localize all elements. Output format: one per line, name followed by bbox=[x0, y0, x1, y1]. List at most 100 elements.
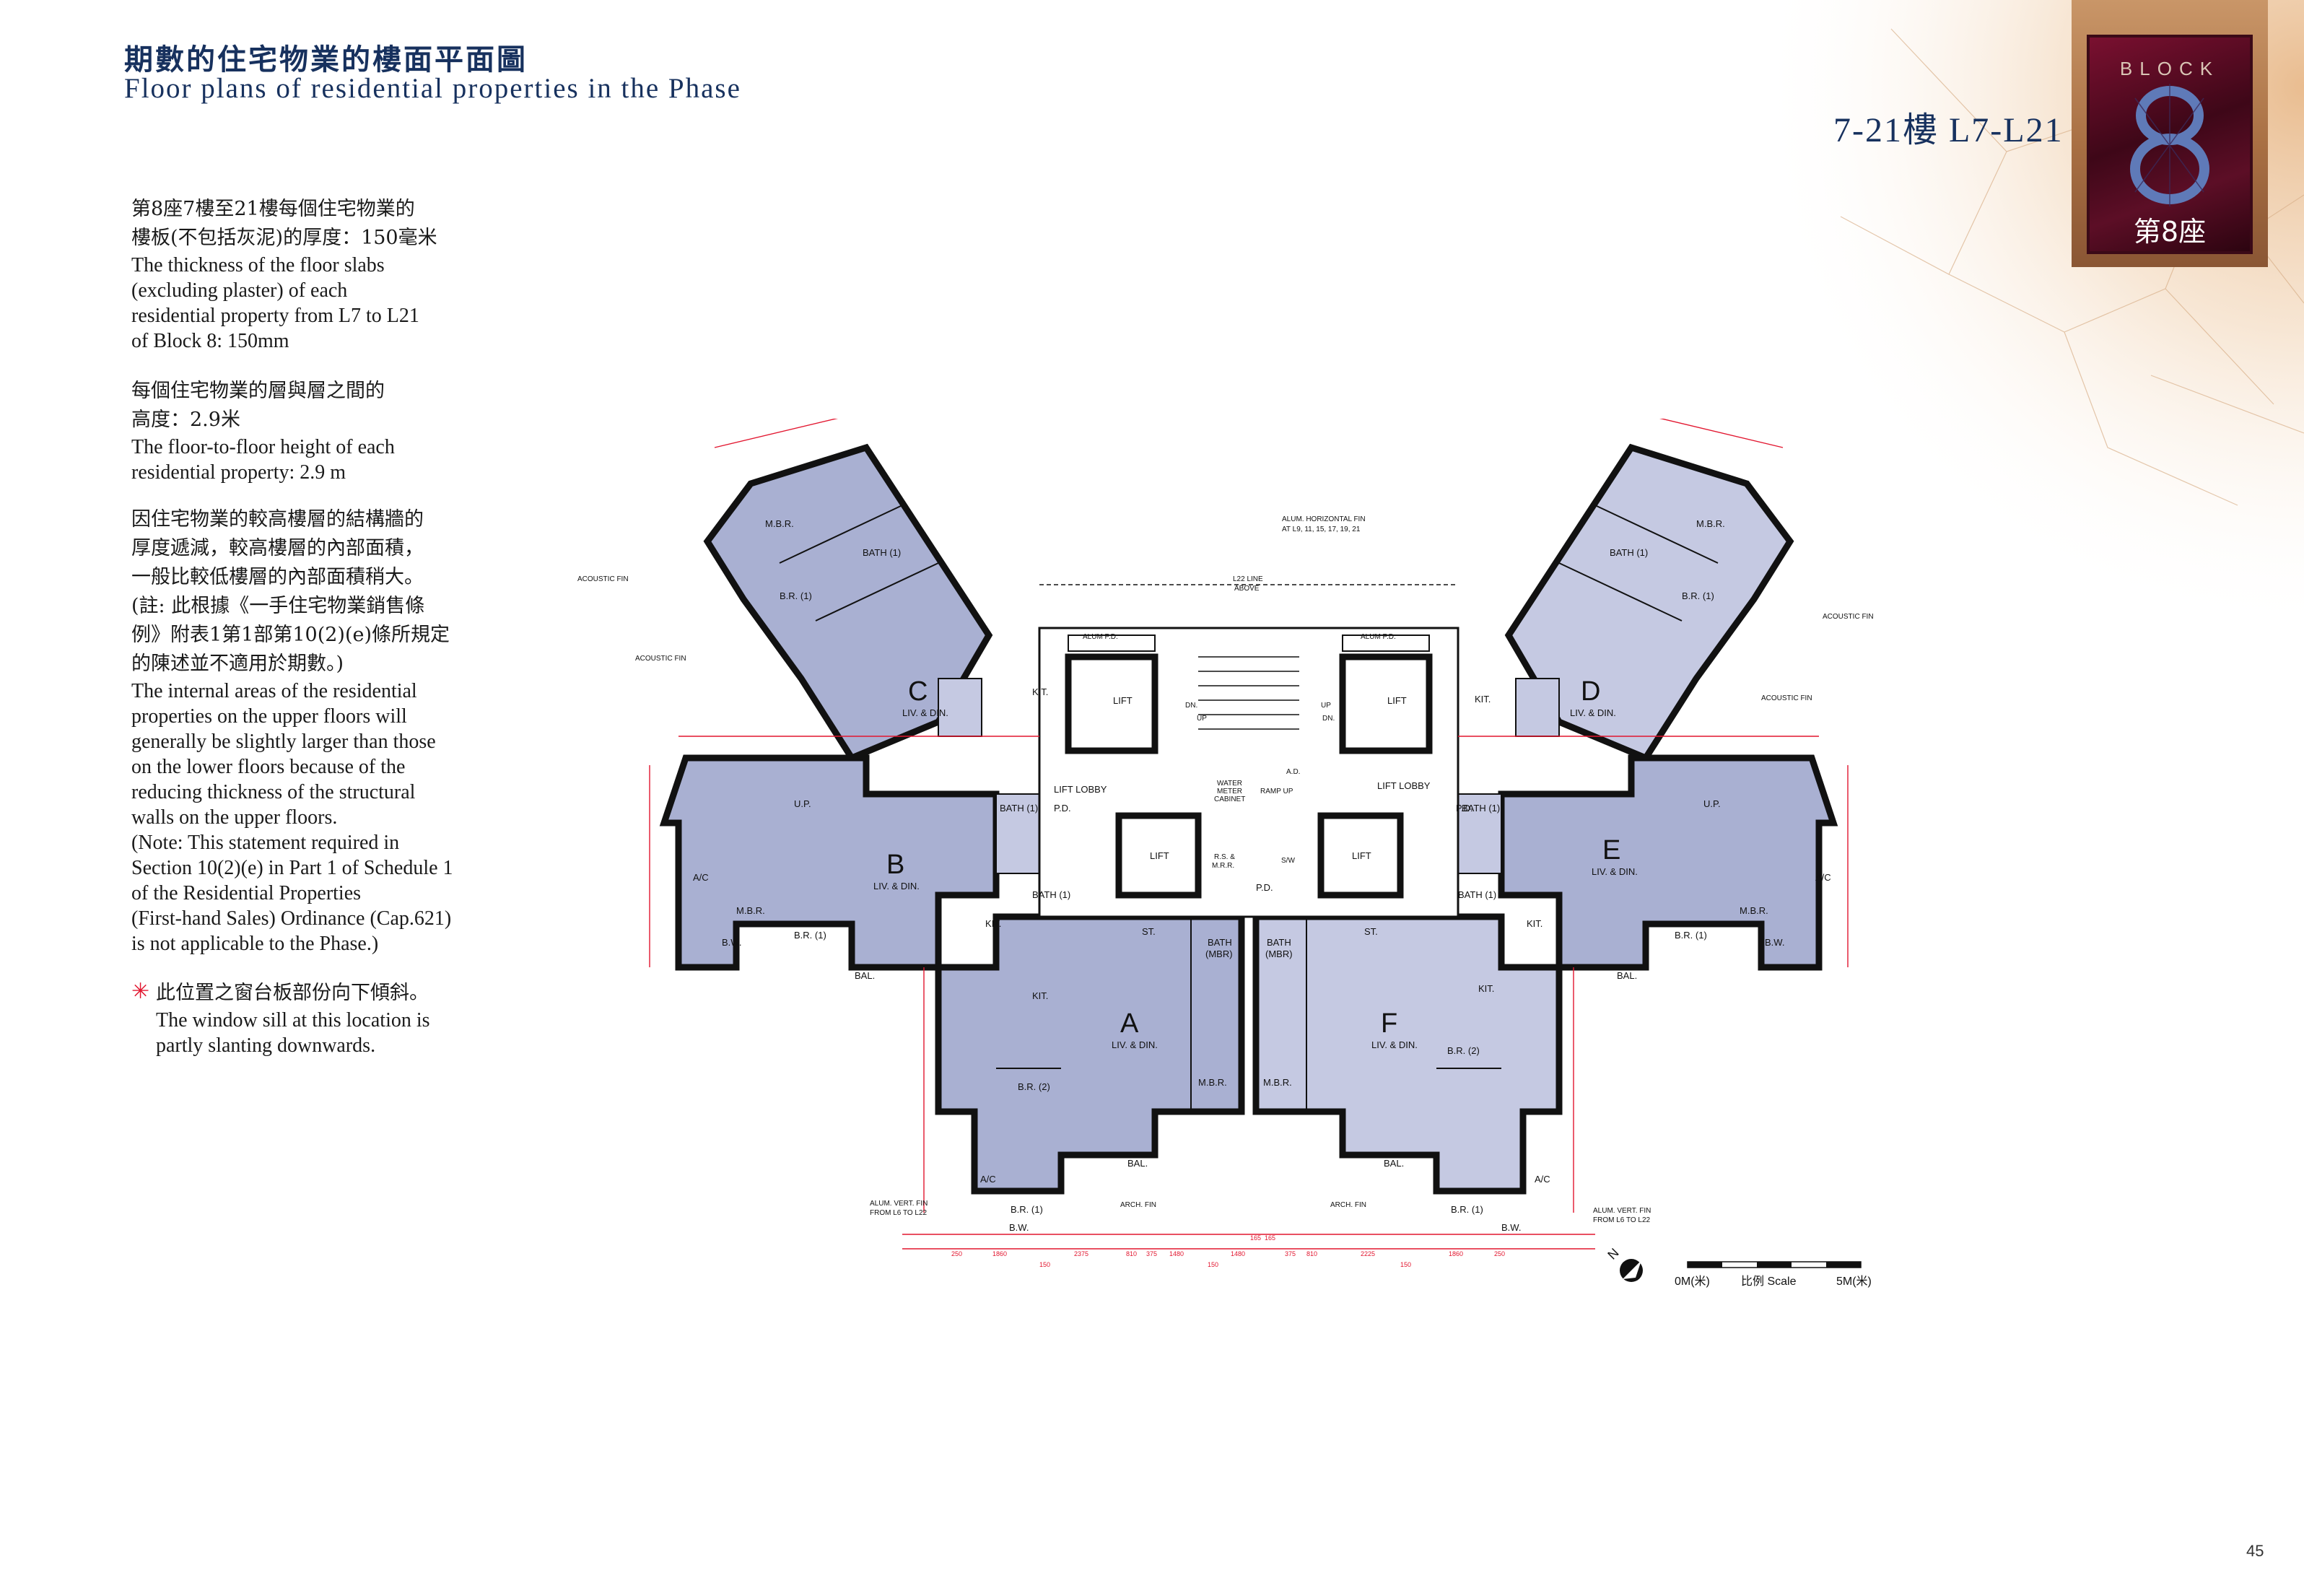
unit-b bbox=[659, 754, 1040, 971]
room-label: BATH (1) bbox=[1610, 547, 1648, 558]
note-line: 的陳述並不適用於期數。) bbox=[131, 653, 344, 675]
floor-range-label: 7-21樓 L7-L21 bbox=[1833, 111, 2064, 149]
room-label: BATH (1) bbox=[1458, 889, 1496, 900]
room-label: BATH (1) bbox=[1000, 803, 1038, 814]
room-label: U.P. bbox=[1703, 798, 1721, 809]
room-label: LIFT bbox=[1387, 695, 1407, 706]
room-label: WATER bbox=[1217, 780, 1242, 788]
room-label: BATH bbox=[1208, 937, 1232, 948]
room-label: B.W. bbox=[1009, 1222, 1029, 1233]
room-label: U.P. bbox=[794, 798, 811, 809]
scale-label: 比例 Scale bbox=[1741, 1275, 1797, 1288]
dimension-value: 810 bbox=[1126, 1250, 1137, 1257]
room-label: B.R. (1) bbox=[1675, 930, 1707, 941]
room-label: M.B.R. bbox=[1263, 1077, 1292, 1088]
dimension-value: 1860 bbox=[1449, 1250, 1463, 1257]
room-label: ST. bbox=[1364, 926, 1378, 937]
unit-letter-e: E bbox=[1602, 835, 1620, 865]
annotation-vert-fin: FROM L6 TO L22 bbox=[870, 1209, 928, 1217]
room-label: LIV. & DIN. bbox=[1112, 1039, 1158, 1050]
room-label: LIFT LOBBY bbox=[1054, 784, 1107, 795]
room-label: B.R. (1) bbox=[1011, 1204, 1043, 1215]
room-label: CABINET bbox=[1214, 795, 1245, 803]
room-label: BATH (1) bbox=[1032, 889, 1070, 900]
room-label: P.D. bbox=[1054, 803, 1071, 814]
room-label: KIT. bbox=[1527, 918, 1542, 929]
dimension-value: 165 bbox=[1265, 1234, 1275, 1242]
room-label: LIV. & DIN. bbox=[1592, 866, 1638, 877]
room-label: M.B.R. bbox=[1198, 1077, 1227, 1088]
annotation-l22-line: L22 LINE bbox=[1233, 575, 1263, 583]
building-core bbox=[1038, 584, 1459, 918]
block-number-8-icon bbox=[2130, 84, 2209, 206]
room-label: LIFT bbox=[1113, 695, 1133, 706]
unit-letter-c: C bbox=[908, 676, 928, 707]
dimension-value: 2375 bbox=[1074, 1250, 1088, 1257]
unit-e bbox=[1457, 754, 1838, 971]
room-label: (MBR) bbox=[1205, 949, 1233, 959]
dimension-value: 810 bbox=[1306, 1250, 1317, 1257]
block-badge: BLOCK 第8座 bbox=[2090, 38, 2250, 251]
dimension-value: 150 bbox=[1400, 1261, 1411, 1268]
note-line: is not applicable to the Phase.) bbox=[131, 933, 379, 955]
dimension-value: 375 bbox=[1285, 1250, 1296, 1257]
north-arrow: N bbox=[1605, 1245, 1643, 1282]
note-line: generally be slightly larger than those bbox=[131, 731, 436, 753]
scale-bar: 0M(米) 比例 Scale 5M(米) bbox=[1675, 1261, 1872, 1288]
room-label: UP bbox=[1321, 702, 1331, 710]
note-line: Section 10(2)(e) in Part 1 of Schedule 1 bbox=[131, 857, 453, 879]
room-label: B.W. bbox=[1501, 1222, 1521, 1233]
room-label: RAMP UP bbox=[1260, 788, 1293, 795]
room-label: LIFT bbox=[1150, 850, 1169, 861]
room-label: P.D. bbox=[1256, 882, 1273, 893]
note-line: 第8座7樓至21樓每個住宅物業的 bbox=[131, 198, 415, 220]
room-label: B.R. (1) bbox=[780, 590, 812, 601]
room-label: KIT. bbox=[1032, 686, 1048, 697]
dimension-lines bbox=[649, 419, 1849, 1250]
room-label: B.R. (1) bbox=[1682, 590, 1714, 601]
page-number: 45 bbox=[2246, 1542, 2264, 1560]
room-label: B.W. bbox=[722, 937, 741, 948]
room-label: M.B.R. bbox=[1740, 905, 1768, 916]
dimension-value: 250 bbox=[951, 1250, 962, 1257]
room-label: BAL. bbox=[1617, 970, 1637, 981]
note-line: of Block 8: 150mm bbox=[131, 330, 289, 352]
room-label: LIV. & DIN. bbox=[1570, 707, 1616, 718]
room-label: (MBR) bbox=[1265, 949, 1293, 959]
note-line: on the lower floors because of the bbox=[131, 756, 406, 778]
room-label: BATH (1) bbox=[1462, 803, 1500, 814]
room-label: P.D. bbox=[1456, 803, 1473, 814]
dimension-value: 1860 bbox=[992, 1250, 1007, 1257]
note-line: (excluding plaster) of each bbox=[131, 279, 348, 302]
annotation-arch-fin: ARCH. FIN bbox=[1330, 1201, 1366, 1209]
room-label: A/C bbox=[1535, 1174, 1550, 1185]
unit-letter-f: F bbox=[1381, 1008, 1397, 1039]
dimension-value: 250 bbox=[1494, 1250, 1505, 1257]
room-label: LIFT LOBBY bbox=[1377, 780, 1431, 791]
room-label: BAL. bbox=[855, 970, 875, 981]
annotation-alum-fin: AT L9, 11, 15, 17, 19, 21 bbox=[1282, 526, 1361, 533]
note-line: 每個住宅物業的層與層之間的 bbox=[131, 380, 385, 402]
note-line: The thickness of the floor slabs bbox=[131, 254, 385, 276]
room-label: M.B.R. bbox=[736, 905, 765, 916]
room-label: LIV. & DIN. bbox=[902, 707, 948, 718]
room-label: BATH bbox=[1267, 937, 1291, 948]
unit-letter-b: B bbox=[886, 850, 904, 880]
slab-thickness-note: 第8座7樓至21樓每個住宅物業的 樓板(不包括灰泥)的厚度：150毫米 The … bbox=[131, 195, 507, 354]
room-label: KIT. bbox=[985, 918, 1001, 929]
annotation-vert-fin: FROM L6 TO L22 bbox=[1593, 1216, 1651, 1224]
page-title-en: Floor plans of residential properties in… bbox=[124, 73, 741, 104]
room-label: LIFT bbox=[1352, 850, 1371, 861]
room-label: S/W bbox=[1281, 857, 1295, 865]
annotation-vert-fin: ALUM. VERT. FIN bbox=[1593, 1207, 1651, 1215]
note-line: properties on the upper floors will bbox=[131, 705, 407, 728]
unit-letter-d: D bbox=[1581, 676, 1600, 707]
scale-five: 5M(米) bbox=[1836, 1275, 1872, 1288]
room-label: LIV. & DIN. bbox=[873, 881, 920, 891]
room-label: R.S. & bbox=[1214, 853, 1235, 861]
annotation-l22-line: ABOVE bbox=[1234, 585, 1260, 593]
note-line: (Note: This statement required in bbox=[131, 832, 400, 854]
note-line: 一般比較低樓層的內部面積稍大。 bbox=[131, 566, 424, 588]
room-label: A/C bbox=[980, 1174, 996, 1185]
dimension-value: 150 bbox=[1208, 1261, 1218, 1268]
